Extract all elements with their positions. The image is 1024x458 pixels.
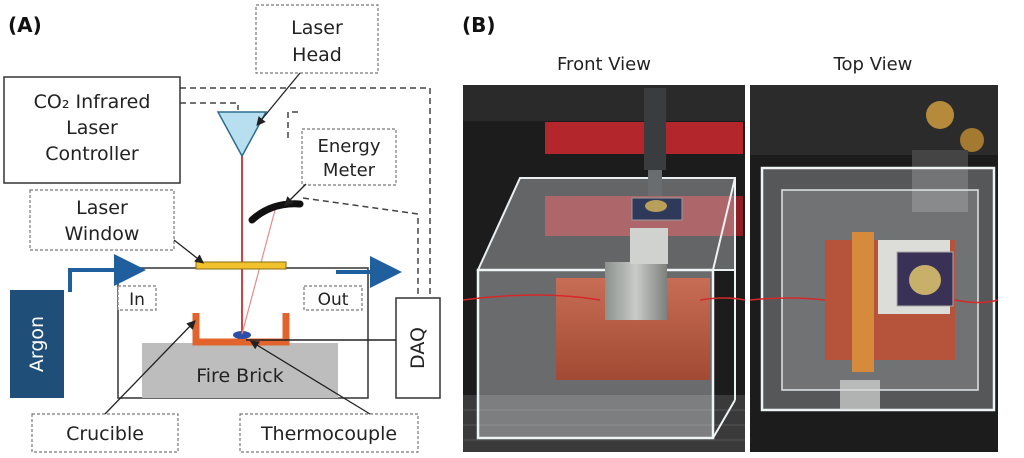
argon-tank xyxy=(10,290,64,398)
argon-inlet-arrow xyxy=(68,254,146,292)
daq-label: DAQ xyxy=(407,327,429,369)
thermocouple-pointer xyxy=(249,340,371,415)
signal-lines xyxy=(180,87,431,298)
panel-b-label: (B) xyxy=(462,13,496,37)
outlet-label-box xyxy=(303,285,363,311)
top-view-photo xyxy=(749,85,999,452)
panel-a-label: (A) xyxy=(8,13,42,37)
laser-head-pointer xyxy=(256,72,301,127)
crucible-callout xyxy=(31,413,179,453)
daq-box xyxy=(395,297,441,399)
reflected-beam xyxy=(241,209,276,335)
energy-meter-callout xyxy=(301,128,397,186)
controller-label-line2: Laser xyxy=(66,117,118,139)
laser-head-label-line1: Laser xyxy=(291,17,343,39)
laser-window-label-line1: Laser xyxy=(76,197,128,219)
inlet-label: In xyxy=(129,290,145,310)
laser-window-callout xyxy=(29,189,175,251)
laser-head-icon xyxy=(216,111,268,158)
controller-label-line1: CO₂ Infrared xyxy=(34,91,151,113)
front-view-title: Front View xyxy=(557,54,651,75)
argon-label: Argon xyxy=(26,316,48,372)
energy-meter-label-line2: Meter xyxy=(323,160,376,181)
fire-brick xyxy=(142,343,338,398)
laser-window xyxy=(195,261,287,270)
controller-label-line3: Controller xyxy=(45,143,139,165)
outlet-label: Out xyxy=(318,290,349,310)
energy-meter-label-line1: Energy xyxy=(317,136,380,157)
crucible-label: Crucible xyxy=(66,423,144,445)
laser-head-label-line2: Head xyxy=(292,44,342,66)
laser-window-label-line2: Window xyxy=(65,223,140,245)
laser-window-pointer xyxy=(173,239,205,264)
laser-controller-box xyxy=(3,76,181,184)
thermocouple-callout xyxy=(239,413,419,453)
top-view-title: Top View xyxy=(833,54,913,75)
energy-meter-sensor xyxy=(248,200,304,224)
crucible xyxy=(192,313,290,346)
thermocouple-label: Thermocouple xyxy=(260,423,397,445)
front-view-photo xyxy=(462,85,746,452)
sample-melt xyxy=(233,331,251,339)
crucible-pointer xyxy=(104,320,196,415)
fire-brick-label: Fire Brick xyxy=(196,365,284,387)
inlet-label-box xyxy=(117,285,157,311)
laser-head-callout xyxy=(255,4,379,74)
energy-meter-pointer xyxy=(284,183,307,206)
